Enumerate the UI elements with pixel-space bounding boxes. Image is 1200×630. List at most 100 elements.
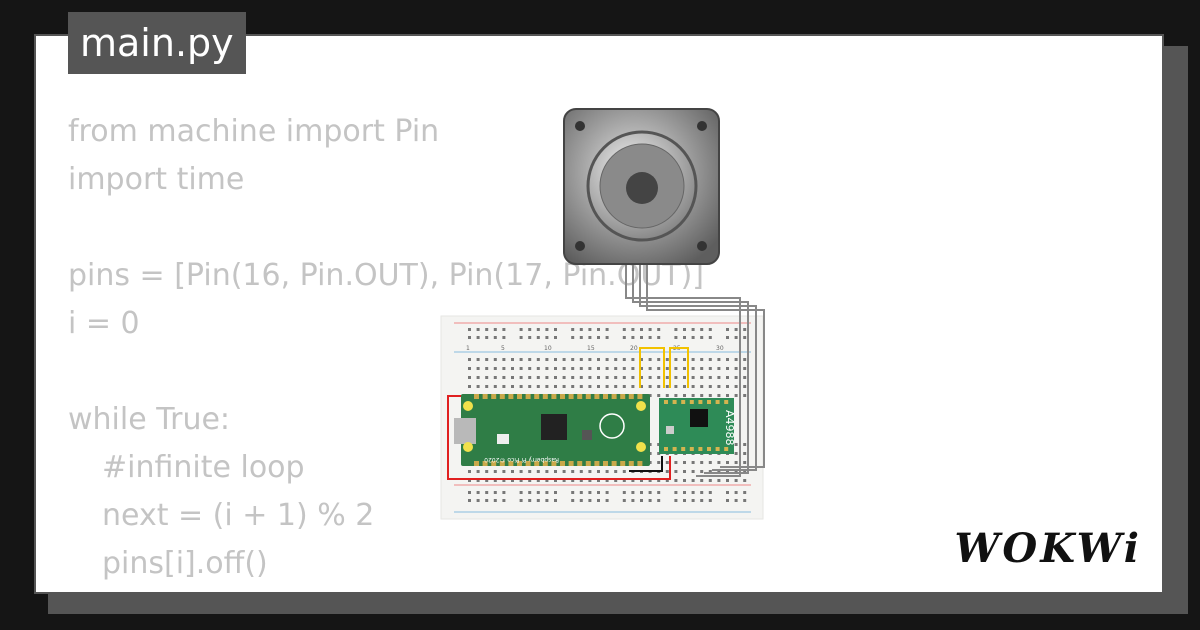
breadboard-hole — [631, 376, 635, 379]
breadboard-hole — [528, 367, 532, 370]
breadboard-hole — [493, 367, 497, 370]
breadboard-hole — [468, 358, 471, 361]
breadboard-hole — [571, 499, 575, 502]
breadboard-hole — [674, 461, 678, 464]
breadboard-hole — [605, 499, 609, 502]
breadboard-hole — [631, 328, 635, 331]
breadboard-hole — [734, 328, 738, 331]
breadboard-hole — [743, 376, 747, 379]
breadboard-hole — [683, 367, 686, 370]
pico-pin — [534, 461, 540, 466]
breadboard-hole — [657, 479, 661, 482]
breadboard-hole — [493, 470, 497, 473]
breadboard-hole — [554, 328, 557, 331]
breadboard-hole — [622, 470, 626, 473]
breadboard-hole — [691, 461, 695, 464]
pico-pin — [628, 461, 634, 466]
breadboard-hole — [528, 491, 532, 494]
driver-pin — [664, 447, 668, 451]
breadboard-hole — [665, 479, 669, 482]
breadboard-hole — [648, 479, 652, 482]
breadboard-hole — [614, 367, 618, 370]
breadboard-hole — [622, 385, 626, 388]
breadboard-hole — [588, 470, 592, 473]
breadboard-hole — [511, 470, 514, 473]
breadboard-hole — [502, 367, 506, 370]
breadboard-hole — [545, 491, 549, 494]
breadboard-hole — [657, 491, 661, 494]
pico-pin — [499, 461, 505, 466]
breadboard-hole — [528, 470, 532, 473]
breadboard-hole — [734, 499, 738, 502]
breadboard-hole — [519, 376, 523, 379]
breadboard-hole — [571, 385, 575, 388]
pico-pin — [560, 394, 565, 399]
breadboard-hole — [605, 479, 609, 482]
breadboard-hole — [691, 394, 695, 397]
pico-pin — [508, 461, 514, 466]
breadboard-hole — [485, 385, 489, 388]
breadboard-hole — [743, 336, 747, 339]
driver-pin — [672, 447, 677, 451]
breadboard-hole — [674, 358, 678, 361]
breadboard-hole — [708, 470, 712, 473]
breadboard-hole — [554, 499, 557, 502]
breadboard-hole — [605, 336, 609, 339]
breadboard-hole — [743, 491, 747, 494]
breadboard-hole — [605, 376, 609, 379]
breadboard-hole — [493, 499, 497, 502]
breadboard-hole — [597, 328, 600, 331]
breadboard-hole — [657, 499, 661, 502]
breadboard-hole — [597, 336, 600, 339]
breadboard-hole — [476, 499, 480, 502]
breadboard-hole — [511, 358, 514, 361]
breadboard-hole — [683, 394, 686, 397]
driver-pin — [707, 400, 711, 404]
wire-red — [447, 395, 671, 480]
breadboard-hole — [657, 376, 661, 379]
breadboard-hole — [485, 328, 489, 331]
breadboard-hole — [726, 328, 729, 331]
pico-pin — [628, 394, 634, 399]
breadboard-hole — [519, 491, 523, 494]
breadboard-hole — [691, 328, 695, 331]
breadboard-hole — [493, 336, 497, 339]
breadboard-hole — [691, 491, 695, 494]
breadboard-hole — [485, 376, 489, 379]
breadboard-hole — [519, 328, 523, 331]
breadboard-hole — [622, 328, 626, 331]
driver-pin — [664, 400, 668, 404]
breadboard-hole — [511, 479, 514, 482]
breadboard-hole — [743, 470, 747, 473]
breadboard-hole — [640, 376, 643, 379]
breadboard-hole — [502, 328, 506, 331]
breadboard-hole — [674, 376, 678, 379]
breadboard-hole — [674, 328, 678, 331]
breadboard-hole — [734, 452, 738, 455]
breadboard-hole — [554, 336, 557, 339]
breadboard-hole — [536, 358, 540, 361]
breadboard-hole — [579, 491, 583, 494]
driver-pin — [698, 400, 703, 404]
breadboard-hole — [545, 328, 549, 331]
breadboard-hole — [691, 358, 695, 361]
breadboard-hole — [700, 358, 704, 361]
breadboard-hole — [700, 461, 704, 464]
pico-pin — [594, 461, 600, 466]
breadboard-hole — [726, 491, 729, 494]
breadboard-hole — [468, 499, 471, 502]
pico-pin — [542, 394, 548, 399]
breadboard-hole — [511, 367, 514, 370]
breadboard-hole — [657, 452, 661, 455]
breadboard-hole — [579, 328, 583, 331]
breadboard-hole — [579, 499, 583, 502]
file-tab[interactable]: main.py — [68, 12, 246, 74]
pico-pin — [603, 394, 608, 399]
pico-pin — [568, 394, 574, 399]
breadboard-hole — [708, 479, 712, 482]
breadboard-hole — [476, 328, 480, 331]
breadboard-hole — [622, 367, 626, 370]
breadboard-hole — [579, 385, 583, 388]
breadboard-hole — [726, 461, 729, 464]
breadboard-hole — [734, 470, 738, 473]
